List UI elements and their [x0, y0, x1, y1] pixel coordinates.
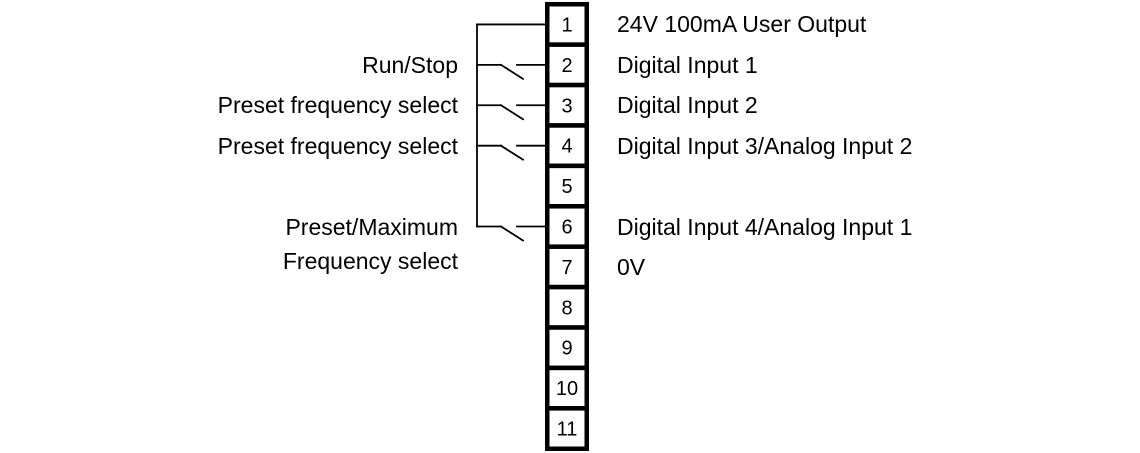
terminal-number: 10 [556, 378, 578, 400]
terminal-left-label: Preset/Maximum Frequency select [282, 213, 458, 274]
terminal-number: 9 [561, 338, 572, 360]
switch-blade [499, 104, 525, 121]
terminal-box [545, 204, 589, 249]
terminal-right-label: 24V 100mA User Output [617, 11, 867, 38]
terminal-number: 5 [561, 176, 572, 198]
switch-blade [499, 144, 525, 161]
terminal-left-label: Run/Stop [362, 51, 458, 78]
terminal-right-label: 0V [617, 253, 646, 280]
terminal-number: 3 [561, 95, 572, 117]
terminal-right-label: Digital Input 4/Analog Input 1 [617, 213, 913, 240]
terminal-number: 6 [561, 217, 572, 239]
terminal-number: 8 [561, 297, 572, 319]
terminal-left-label: Preset frequency select [217, 132, 458, 159]
terminal-box [545, 82, 589, 128]
terminal-box [545, 244, 589, 290]
switch-blade [499, 63, 525, 81]
terminal-right-label: Digital Input 3/Analog Input 2 [617, 132, 913, 159]
switch-blade [499, 225, 525, 242]
terminal-number: 1 [561, 14, 572, 36]
terminal-box [545, 284, 589, 330]
terminal-right-label: Digital Input 2 [617, 92, 758, 119]
terminal-number: 2 [561, 55, 572, 77]
terminal-number: 11 [557, 419, 578, 441]
terminal-left-label: Preset frequency select [217, 92, 458, 119]
terminal-number: 4 [561, 136, 572, 158]
terminal-box [545, 406, 589, 452]
terminal-number: 7 [561, 257, 572, 279]
terminal-right-label: Digital Input 1 [617, 51, 758, 78]
